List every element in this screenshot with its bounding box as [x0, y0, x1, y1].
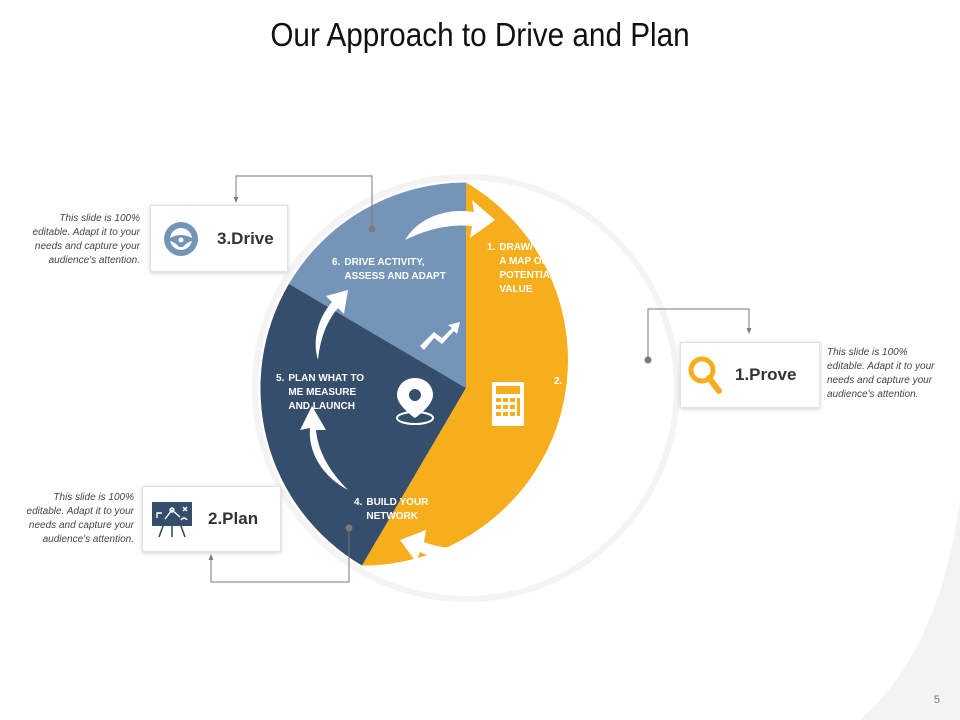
segment-navy: [260, 283, 466, 566]
card-plan-label: 2.Plan: [208, 509, 259, 528]
location-pin-icon: [396, 378, 434, 425]
cycle-arrow-top: [405, 200, 495, 240]
card-drive-label: 3.Drive: [217, 228, 274, 248]
card-drive-description: This slide is 100% editable. Adapt it to…: [32, 213, 140, 266]
cycle-arrow-loop-down: [572, 428, 613, 500]
step-3-text: RESEARCH THE USERS: [506, 516, 564, 541]
connector-prove: [644, 308, 752, 364]
step-5-text: PLAN WHAT TO ME MEASURE AND LAUNCH: [288, 373, 365, 412]
step-1: 1. DRAW/ RE- DRAW A MAP OF THE POTENTIAL…: [487, 242, 587, 295]
cycle-arrow-left-upper: [315, 290, 348, 360]
card-drive: 3.Drive: [150, 205, 288, 272]
step-4: 4. BUILD YOUR NETWORK: [354, 496, 434, 524]
page-title: Our Approach to Drive and Plan: [270, 16, 690, 53]
step-2: 2. IDENTIFY YOUR ACHIEVABLE OBJECTIVES: [554, 375, 654, 417]
growth-arrow-icon: [420, 322, 460, 350]
segment-orange: [362, 182, 568, 566]
segment-steel: [288, 182, 466, 388]
step-6-text: DRIVE ACTIVITY, ASSESS AND ADAPT: [344, 257, 446, 282]
step-5: 5. PLAN WHAT TO ME MEASURE AND LAUNCH: [276, 372, 376, 414]
cycle-arrow-bottom: [400, 530, 488, 562]
page-number: 5: [933, 694, 940, 706]
step-3: 3. RESEARCH THE USERS: [494, 515, 574, 543]
cycle-arrow-right-upper: [588, 287, 632, 364]
connector-plan: [208, 524, 353, 583]
step-6: 6. DRIVE ACTIVITY, ASSESS AND ADAPT: [332, 256, 452, 284]
connector-drive: [233, 175, 376, 233]
cycle-arrow-left-lower: [300, 406, 348, 490]
magnifier-icon: [688, 356, 722, 394]
step-4-text: BUILD YOUR NETWORK: [366, 497, 429, 522]
steering-wheel-icon: [164, 221, 198, 256]
card-plan-description: This slide is 100% editable. Adapt it to…: [26, 492, 134, 545]
strategy-board-icon: [152, 502, 192, 538]
card-prove: 1.Prove: [680, 342, 820, 408]
calculator-icon: [492, 382, 524, 426]
card-plan: 2.Plan: [142, 486, 281, 552]
step-2-text: IDENTIFY YOUR ACHIEVABLE OBJECTIVES: [566, 376, 644, 415]
card-prove-label: 1.Prove: [735, 365, 797, 384]
corner-decoration: [860, 500, 960, 720]
cycle-arrow-loop-up: [542, 422, 590, 505]
step-1-text: DRAW/ RE- DRAW A MAP OF THE POTENTIAL VA…: [499, 242, 587, 295]
cycle-arrows: [300, 200, 632, 562]
card-prove-description: This slide is 100% editable. Adapt it to…: [827, 347, 935, 400]
